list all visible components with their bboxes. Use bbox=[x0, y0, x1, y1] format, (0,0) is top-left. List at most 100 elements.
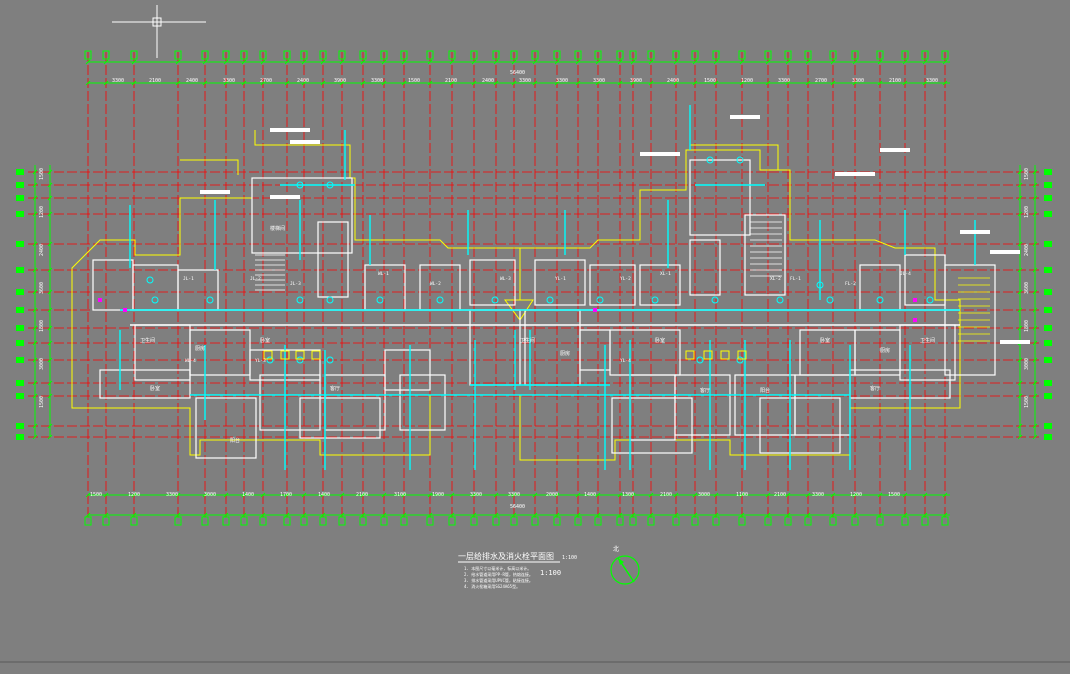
dim-tick bbox=[1017, 393, 1023, 399]
annotation-block bbox=[1000, 340, 1030, 344]
dim-text-left: 3600 bbox=[39, 282, 45, 294]
dim-tick bbox=[449, 492, 455, 498]
dim-tick bbox=[223, 59, 229, 65]
dim-tick bbox=[320, 512, 326, 518]
dim-text-left: 3000 bbox=[39, 358, 45, 370]
pipe-label: YL-2 bbox=[620, 276, 631, 282]
dim-tick bbox=[852, 492, 858, 498]
dim-tick bbox=[902, 492, 908, 498]
pipe-label: XL-2 bbox=[770, 276, 781, 282]
room-wall bbox=[92, 259, 134, 311]
fixture-icon bbox=[720, 350, 730, 360]
axis-bubble bbox=[16, 241, 24, 247]
axis-bubble bbox=[1044, 380, 1052, 386]
dim-text-top: 2400 bbox=[482, 78, 494, 84]
dim-tick bbox=[1032, 211, 1038, 217]
pipe-label: FL-1 bbox=[790, 276, 801, 282]
axis-bubble bbox=[629, 516, 637, 526]
dim-text-top: 3900 bbox=[630, 78, 642, 84]
pipe-label: JL-2 bbox=[250, 276, 261, 282]
dim-text-right: 1500 bbox=[1024, 396, 1030, 408]
dim-tick bbox=[241, 492, 247, 498]
dim-text-bottom: 1200 bbox=[850, 492, 862, 498]
pipe-label: JL-4 bbox=[900, 271, 911, 277]
axis-bubble bbox=[738, 516, 746, 526]
dim-tick bbox=[1017, 307, 1023, 313]
dim-text-top: 3300 bbox=[778, 78, 790, 84]
axis-bubble bbox=[359, 516, 367, 526]
dim-text-bottom: 3300 bbox=[812, 492, 824, 498]
fixture-icon bbox=[376, 296, 384, 304]
axis-bubble bbox=[553, 50, 561, 60]
dim-tick bbox=[1032, 393, 1038, 399]
axis-bubble bbox=[1044, 182, 1052, 188]
dim-text-left: 1500 bbox=[39, 396, 45, 408]
room-wall bbox=[744, 214, 786, 296]
axis-bubble bbox=[1044, 393, 1052, 399]
axis-bubble bbox=[594, 516, 602, 526]
room-wall bbox=[944, 264, 996, 376]
dim-tick bbox=[85, 492, 91, 498]
dim-text-top: 3300 bbox=[926, 78, 938, 84]
dim-text-left: 1800 bbox=[39, 320, 45, 332]
dim-tick bbox=[471, 80, 477, 86]
axis-bubble bbox=[691, 516, 699, 526]
fixture-icon bbox=[266, 356, 274, 364]
axis-bubble bbox=[16, 393, 24, 399]
north-label: 北 bbox=[613, 545, 619, 553]
room-wall bbox=[251, 177, 353, 254]
dim-tick bbox=[1032, 357, 1038, 363]
room-wall bbox=[611, 397, 693, 454]
dim-tick bbox=[223, 80, 229, 86]
axis-bubble bbox=[16, 423, 24, 429]
dim-tick bbox=[1032, 380, 1038, 386]
dim-tick bbox=[320, 492, 326, 498]
dim-tick bbox=[47, 169, 53, 175]
annotation-block bbox=[990, 250, 1020, 254]
axis-bubble bbox=[1044, 267, 1052, 273]
dim-text-top: 2700 bbox=[260, 78, 272, 84]
room-label: 阳台 bbox=[230, 437, 240, 444]
dim-tick bbox=[1032, 340, 1038, 346]
outline-detail bbox=[180, 159, 239, 175]
pipe-label: YL-1 bbox=[555, 276, 566, 282]
dim-tick bbox=[617, 492, 623, 498]
room-label: 卫生间 bbox=[520, 337, 535, 344]
dim-text-top: 2100 bbox=[889, 78, 901, 84]
dim-tick bbox=[595, 512, 601, 518]
dim-tick bbox=[32, 169, 38, 175]
axis-bubble bbox=[240, 516, 248, 526]
axis-bubble bbox=[1044, 289, 1052, 295]
dim-text-bottom: 2000 bbox=[546, 492, 558, 498]
dim-tick bbox=[32, 393, 38, 399]
dim-tick bbox=[765, 492, 771, 498]
room-wall bbox=[469, 259, 516, 306]
dim-tick bbox=[1017, 357, 1023, 363]
dim-tick bbox=[339, 492, 345, 498]
axis-bubble bbox=[16, 357, 24, 363]
dim-tick bbox=[595, 59, 601, 65]
room-label: 阳台 bbox=[760, 387, 770, 394]
dim-tick bbox=[673, 512, 679, 518]
dim-text-left: 1500 bbox=[39, 168, 45, 180]
axis-bubble bbox=[553, 516, 561, 526]
dim-tick bbox=[648, 512, 654, 518]
axis-bubble bbox=[921, 516, 929, 526]
dim-tick bbox=[1017, 434, 1023, 440]
dim-text-right: 2400 bbox=[1024, 244, 1030, 256]
dim-tick bbox=[131, 492, 137, 498]
axis-markers bbox=[16, 50, 1052, 526]
dim-tick bbox=[765, 80, 771, 86]
dim-tick bbox=[131, 512, 137, 518]
dim-tick bbox=[922, 492, 928, 498]
dim-text-right: 3000 bbox=[1024, 358, 1030, 370]
axis-bubble bbox=[240, 50, 248, 60]
room-label: 客厅 bbox=[330, 385, 340, 392]
room-label: 客厅 bbox=[700, 387, 710, 394]
dim-tick bbox=[381, 512, 387, 518]
title-block: 一层给排水及消火栓平面图 1:100 1:100 1. 本图尺寸以毫米计，标高以… bbox=[458, 551, 577, 589]
dim-tick bbox=[575, 80, 581, 86]
dim-tick bbox=[877, 80, 883, 86]
dim-tick bbox=[85, 512, 91, 518]
